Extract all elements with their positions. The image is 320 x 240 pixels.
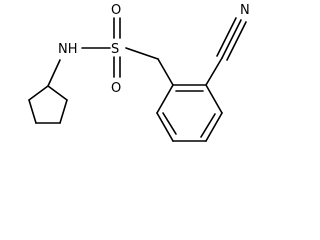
ch2-ring-bond — [157, 58, 174, 86]
sulfur-label: S — [111, 42, 119, 57]
chemical-structure: NH S O O N — [28, 3, 250, 142]
aromatic-inner-bond — [162, 112, 177, 135]
benzene-ring — [156, 84, 223, 142]
s-o-bottom-double-bond — [113, 56, 121, 78]
ring-bond — [205, 84, 223, 114]
ring-cn-bond — [205, 57, 223, 86]
ring-bond — [47, 85, 68, 101]
nitrile-n-label: N — [240, 3, 250, 18]
bond-line — [221, 19, 242, 59]
nh-label: NH — [58, 42, 78, 57]
s-o-top-double-bond — [113, 17, 121, 39]
oxygen-bottom-label: O — [111, 81, 121, 96]
oxygen-top-label: O — [111, 3, 121, 18]
ring-bond — [59, 99, 68, 124]
bond-line — [216, 17, 237, 57]
ring-bond — [156, 112, 174, 142]
nitrile-triple-bond — [216, 17, 247, 61]
aromatic-inner-bond — [200, 113, 216, 138]
ring-bond — [205, 112, 223, 142]
s-ch2-bond — [125, 47, 159, 60]
c-n-bond — [47, 59, 61, 87]
ring-bond — [28, 85, 49, 101]
cyclopentyl-ring — [28, 85, 68, 124]
bond-line — [226, 21, 247, 61]
ring-bond — [156, 84, 174, 114]
ring-bond — [28, 99, 37, 124]
